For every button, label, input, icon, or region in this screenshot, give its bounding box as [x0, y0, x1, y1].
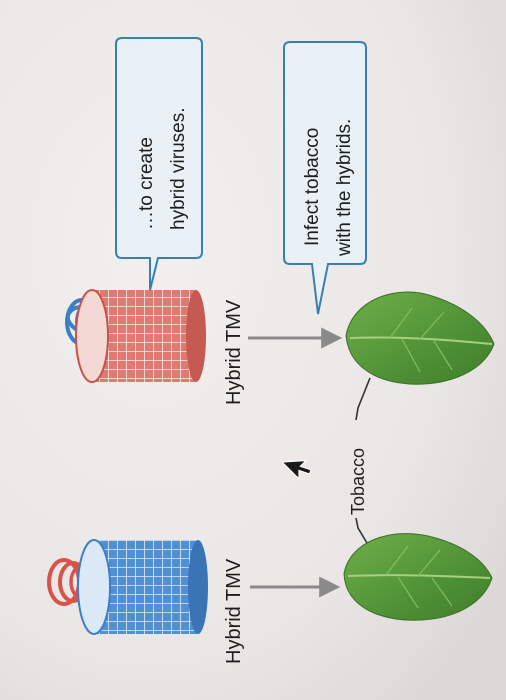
hybrid-virus-right: [65, 289, 206, 383]
tobacco-leaf-icon: [343, 533, 493, 621]
callout-top-line1: …to create: [136, 137, 157, 230]
mouse-cursor-icon: [280, 459, 312, 481]
hybrid-tmv-label-left: Hybrid TMV: [223, 558, 245, 664]
tobacco-leaf-upper: [345, 291, 495, 385]
callout-bottom-line1: Infect tobacco: [302, 128, 323, 246]
callout-bottom-line2: with the hybrids.: [334, 119, 355, 257]
capsid-cylinder-icon: [77, 539, 208, 635]
tobacco-leaf-lower: [343, 533, 493, 621]
hybrid-virus-left: [47, 539, 208, 635]
callout-infect-tobacco: Infect tobacco with the hybrids.: [283, 41, 367, 315]
tobacco-leader-upper: [355, 377, 371, 421]
callout-create-hybrids: …to create hybrid viruses.: [115, 37, 203, 291]
hybrid-tmv-label-right: Hybrid TMV: [223, 299, 245, 405]
capsid-cylinder-icon: [75, 289, 206, 383]
tobacco-label: Tobacco: [348, 448, 368, 515]
callout-top-line2: hybrid viruses.: [168, 108, 189, 231]
tobacco-leader-lower: [355, 517, 371, 549]
